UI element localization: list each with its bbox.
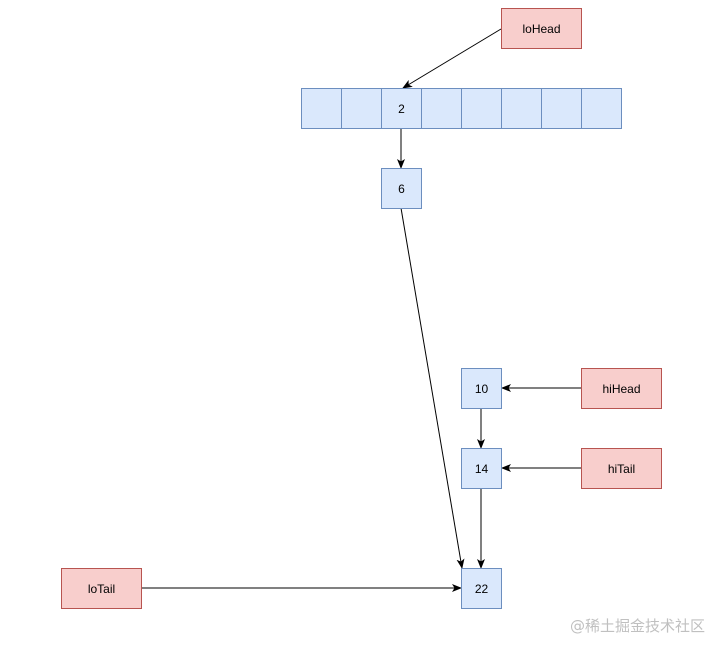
pointer-hitail: hiTail (581, 448, 662, 489)
array-cell (341, 88, 382, 129)
pointer-hihead: hiHead (581, 368, 662, 409)
pointer-lohead: loHead (501, 8, 582, 49)
array-cell (581, 88, 622, 129)
array-cell (541, 88, 582, 129)
array-cell: 2 (381, 88, 422, 129)
list-node-6: 6 (381, 168, 422, 209)
watermark: @稀土掘金技术社区 (569, 617, 705, 635)
array-cell (461, 88, 502, 129)
array-cell (501, 88, 542, 129)
list-node-10: 10 (461, 368, 502, 409)
arrow-lohead-to-array (402, 28, 502, 89)
list-node-22: 22 (461, 568, 502, 609)
arrow-node-6-to-node-22 (400, 207, 465, 569)
list-node-14: 14 (461, 448, 502, 489)
pointer-lotail: loTail (61, 568, 142, 609)
array-cell (421, 88, 462, 129)
array-cell (301, 88, 342, 129)
